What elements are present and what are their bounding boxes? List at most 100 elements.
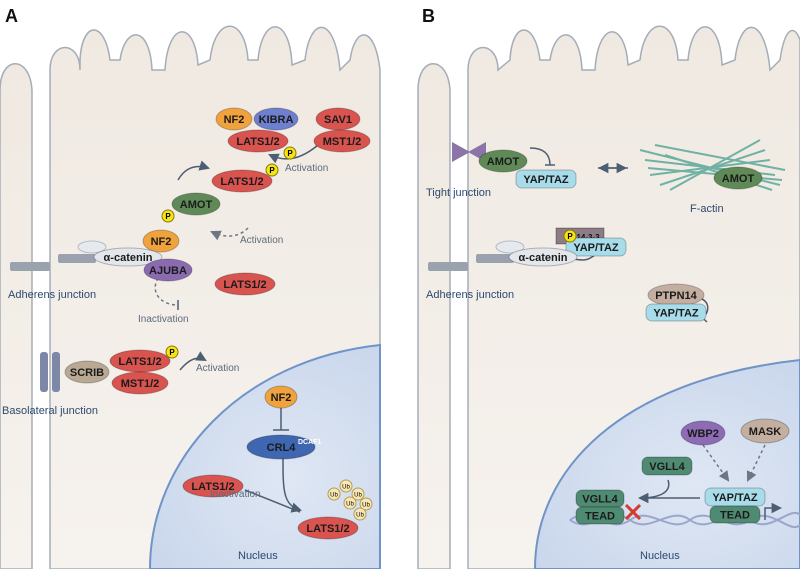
wbp2-label: WBP2 (687, 428, 719, 440)
lats-bl-label: LATS1/2 (118, 356, 161, 368)
nf2-nuc-label: NF2 (271, 392, 292, 404)
label-adherens-a: Adherens junction (8, 289, 96, 301)
lats-free-label: LATS1/2 (191, 481, 234, 493)
label-adherens-b: Adherens junction (426, 289, 514, 301)
label-activation-1: Activation (285, 163, 328, 174)
yaptaz-pt-label: YAP/TAZ (653, 308, 699, 320)
ub-5-shape (343, 496, 357, 510)
amot-actin-shape (713, 166, 763, 190)
phos-bl-shape (165, 345, 179, 359)
panel-label-a: A (5, 6, 18, 26)
lats-ub-label: LATS1/2 (306, 523, 349, 535)
lats-mid-label: LATS1/2 (220, 176, 263, 188)
nf2-top-label: NF2 (224, 114, 245, 126)
label-nucleus-b: Nucleus (640, 550, 680, 562)
neighbor-cell-b (417, 63, 451, 569)
alpha-cat-b-label: α-catenin (519, 252, 568, 264)
amot-actin-label: AMOT (722, 173, 755, 185)
lats-aj-label: LATS1/2 (223, 279, 266, 291)
yaptaz-aj-shape (565, 237, 627, 257)
label-activation-3: Activation (196, 363, 239, 374)
adherens-bar-b-right (476, 254, 514, 263)
label-inactivation-1: Inactivation (138, 314, 189, 325)
wbp2-shape (680, 420, 726, 446)
phos-bl-label: P (169, 348, 175, 357)
ub-4-shape (359, 497, 373, 511)
lats-free-shape (182, 474, 244, 498)
sav1-label: SAV1 (324, 114, 352, 126)
ptpn14-label: PTPN14 (655, 290, 697, 302)
label-tight-junction: Tight junction (426, 187, 491, 199)
ub-6-shape (353, 507, 367, 521)
lats-ub-shape (297, 516, 359, 540)
ub-3-shape (327, 487, 341, 501)
tead-l-label: TEAD (585, 511, 615, 523)
lats-top-shape (227, 129, 289, 153)
adherens-bar-right (58, 254, 96, 263)
nf2-top-shape (215, 107, 253, 131)
ajuba-label: AJUBA (149, 265, 187, 277)
yaptaz-pt-shape (645, 303, 707, 322)
amot-a-shape (171, 192, 221, 216)
label-inactivation-2: Inactivation (210, 489, 261, 500)
crl4-label: CRL4 (267, 442, 297, 454)
ub-2-shape (351, 487, 365, 501)
label-basolateral: Basolateral junction (2, 405, 98, 417)
phos-mid-1-shape (265, 163, 279, 177)
vgll4-label: VGLL4 (582, 494, 618, 506)
connectors-a (154, 144, 319, 513)
alpha-cat-a-shape (93, 247, 163, 267)
adherens-bar-b-left (428, 262, 468, 271)
kibra-label: KIBRA (259, 114, 294, 126)
yaptaz-tj-shape (515, 169, 577, 189)
vgll4-free-label: VGLL4 (649, 461, 685, 473)
crl4-shape (246, 434, 316, 460)
ub-5-label: Ub (346, 502, 354, 508)
ub-1-shape (339, 479, 353, 493)
scrib-shape (64, 360, 110, 384)
nf2-mid-shape (142, 229, 180, 253)
phos-b-label: P (567, 232, 573, 241)
lats-mid-shape (211, 169, 273, 193)
lats-top-label: LATS1/2 (236, 136, 279, 148)
phos-top-label: P (287, 149, 293, 158)
protein-1433-label: 14-3-3 (576, 233, 600, 242)
amot-tj-shape (478, 149, 528, 173)
ajuba-shape (143, 258, 193, 282)
scrib-label: SCRIB (70, 367, 104, 379)
adherens-bar-left (10, 262, 50, 271)
cadherin-bead (77, 240, 107, 254)
nf2-nuc-shape (264, 385, 298, 409)
ub-6-label: Ub (356, 513, 364, 519)
yaptaz-nuc-label: YAP/TAZ (712, 492, 758, 504)
mst-bl-shape (111, 371, 169, 395)
crl4-superscript: DCAF1 (298, 439, 321, 446)
ub-3-label: Ub (330, 493, 338, 499)
phos-top-shape (283, 146, 297, 160)
amot-tj-label: AMOT (487, 156, 520, 168)
cadherin-bead-b (495, 240, 525, 254)
phos-mid-2-label: P (165, 212, 171, 221)
block-x (624, 503, 642, 521)
vgll4-free-shape (641, 456, 693, 476)
lats-aj-shape (214, 272, 276, 296)
yaptaz-tj-label: YAP/TAZ (523, 174, 569, 186)
tead-l-shape (575, 506, 625, 525)
label-activation-2: Activation (240, 235, 283, 246)
mst-top-shape (313, 129, 371, 153)
ub-4-label: Ub (362, 503, 370, 509)
ub-2-label: Ub (354, 493, 362, 499)
mask-shape (740, 418, 790, 444)
label-nucleus-a: Nucleus (238, 550, 278, 562)
basolateral-bar-1 (40, 352, 48, 392)
phos-mid-2-shape (161, 209, 175, 223)
yaptaz-aj-label: YAP/TAZ (573, 242, 619, 254)
label-factin: F-actin (690, 203, 724, 215)
sav1-shape (315, 107, 361, 131)
alpha-cat-a-label: α-catenin (104, 252, 153, 264)
mask-label: MASK (749, 426, 781, 438)
neighbor-cell-left (0, 63, 33, 569)
ub-1-label: Ub (342, 485, 350, 491)
